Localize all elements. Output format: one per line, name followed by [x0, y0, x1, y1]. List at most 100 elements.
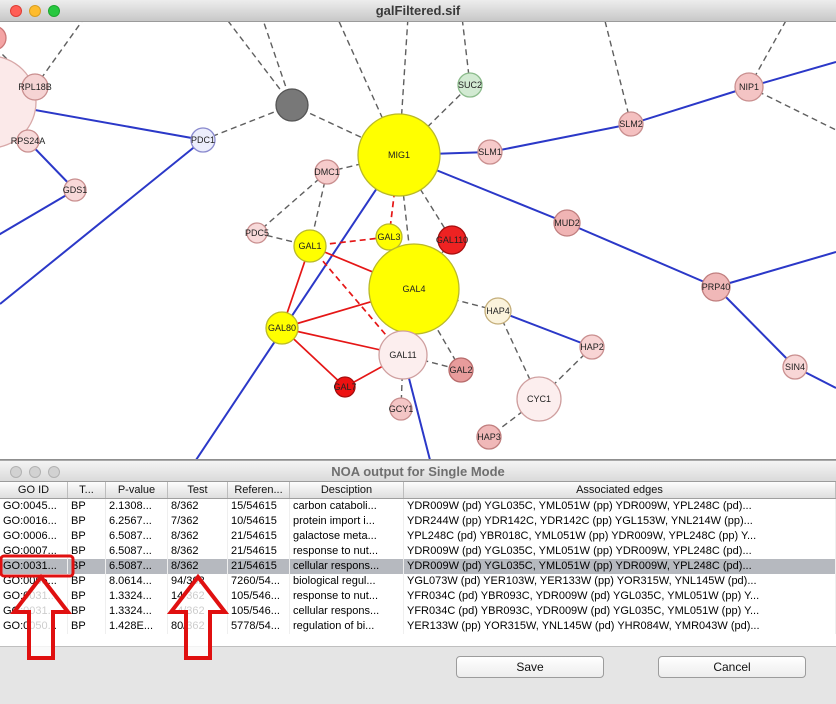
network-node-mig1[interactable]	[357, 113, 441, 197]
column-header-referen[interactable]: Referen...	[228, 482, 290, 498]
column-header-desciption[interactable]: Desciption	[290, 482, 404, 498]
network-node-rps24a[interactable]	[16, 129, 40, 153]
network-window-titlebar[interactable]: galFiltered.sif	[0, 0, 836, 22]
table-cell: cellular respons...	[290, 604, 404, 619]
network-edge[interactable]	[604, 22, 632, 125]
network-edge[interactable]	[715, 286, 796, 368]
node-label: SUC2	[458, 80, 482, 90]
network-node-gal1[interactable]	[293, 229, 327, 263]
network-edge[interactable]	[748, 86, 836, 131]
network-node-dmc1[interactable]	[314, 159, 340, 185]
zoom-button[interactable]	[48, 466, 60, 478]
network-edge[interactable]	[309, 245, 404, 356]
network-edge[interactable]	[413, 288, 462, 371]
network-node-slm1[interactable]	[477, 139, 503, 165]
close-button[interactable]	[10, 466, 22, 478]
column-header-pvalue[interactable]: P-value	[106, 482, 168, 498]
network-edge[interactable]	[748, 61, 836, 88]
network-window-title: galFiltered.sif	[375, 3, 461, 18]
network-edge[interactable]	[398, 84, 471, 156]
noa-window-titlebar[interactable]: NOA output for Single Mode	[0, 460, 836, 482]
node-label: GAL3	[377, 232, 400, 242]
table-cell: regulation of bi...	[290, 619, 404, 634]
network-node-prp40[interactable]	[701, 272, 731, 302]
network-edge[interactable]	[497, 310, 593, 348]
network-node-gal7[interactable]	[334, 376, 356, 398]
network-edge[interactable]	[225, 22, 293, 106]
network-node-suc2[interactable]	[457, 72, 483, 98]
network-graph[interactable]: RPL18BRPS24AGDS1PDC1DMC1MIG1SUC2SLM1SLM2…	[0, 22, 836, 459]
network-node-gal3[interactable]	[375, 223, 403, 251]
node-label: GAL11	[389, 350, 416, 360]
zoom-button[interactable]	[48, 5, 60, 17]
network-node-gal80[interactable]	[265, 311, 299, 345]
noa-window-title: NOA output for Single Mode	[331, 464, 505, 479]
minimize-button[interactable]	[29, 5, 41, 17]
network-node-gal2[interactable]	[448, 357, 474, 383]
traffic-lights	[10, 5, 60, 17]
network-node-mud2[interactable]	[553, 209, 581, 237]
table-cell: YFR034C (pd) YBR093C, YDR009W (pd) YGL03…	[404, 589, 836, 604]
close-button[interactable]	[10, 5, 22, 17]
save-button[interactable]: Save	[456, 656, 604, 678]
network-node-pdc1[interactable]	[190, 127, 216, 153]
network-node-pdc5[interactable]	[246, 222, 268, 244]
table-cell: YGL073W (pd) YER103W, YER133W (pp) YOR31…	[404, 574, 836, 589]
node-label: GDS1	[63, 185, 88, 195]
network-edge[interactable]	[489, 123, 632, 153]
network-node[interactable]	[275, 88, 309, 122]
network-node-hap2[interactable]	[579, 334, 605, 360]
network-edge[interactable]	[34, 22, 85, 88]
column-header-goid[interactable]: GO ID	[0, 482, 68, 498]
network-edge[interactable]	[0, 189, 76, 237]
table-cell: 8/362	[168, 499, 228, 514]
network-node-gal11[interactable]	[378, 330, 428, 380]
network-edge[interactable]	[630, 86, 750, 125]
column-header-associatededges[interactable]: Associated edges	[404, 482, 836, 498]
table-cell: carbon cataboli...	[290, 499, 404, 514]
network-edge[interactable]	[715, 251, 836, 288]
network-node-slm2[interactable]	[618, 111, 644, 137]
table-cell: 6.2567...	[106, 514, 168, 529]
node-label: GAL110	[436, 235, 468, 245]
node-label: CYC1	[527, 394, 551, 404]
minimize-button[interactable]	[29, 466, 41, 478]
network-node-cyc1[interactable]	[516, 376, 562, 422]
network-edge[interactable]	[0, 139, 204, 305]
network-node-nip1[interactable]	[734, 72, 764, 102]
table-cell: YER133W (pp) YOR315W, YNL145W (pd) YHR08…	[404, 619, 836, 634]
network-node-sin4[interactable]	[782, 354, 808, 380]
table-cell: 105/546...	[228, 589, 290, 604]
network-edge[interactable]	[202, 104, 293, 141]
node-label: GAL80	[268, 323, 296, 333]
network-edge[interactable]	[566, 222, 717, 288]
column-header-test[interactable]: Test	[168, 482, 228, 498]
traffic-lights-inactive	[10, 466, 60, 478]
network-edge[interactable]	[195, 154, 400, 459]
column-header-t[interactable]: T...	[68, 482, 106, 498]
cancel-button[interactable]: Cancel	[658, 656, 806, 678]
network-node-rpl18b[interactable]	[21, 73, 49, 101]
table-cell: 105/546...	[228, 604, 290, 619]
network-edge[interactable]	[398, 154, 453, 241]
network-node-gal110[interactable]	[437, 225, 467, 255]
table-cell: cellular respons...	[290, 559, 404, 574]
network-node-hap4[interactable]	[484, 297, 512, 325]
network-node-hap3[interactable]	[476, 424, 502, 450]
network-node-gcy1[interactable]	[389, 397, 413, 421]
node-label: PRP40	[702, 282, 731, 292]
network-edge[interactable]	[256, 171, 328, 234]
network-node-gds1[interactable]	[63, 178, 87, 202]
network-node[interactable]	[0, 26, 7, 50]
